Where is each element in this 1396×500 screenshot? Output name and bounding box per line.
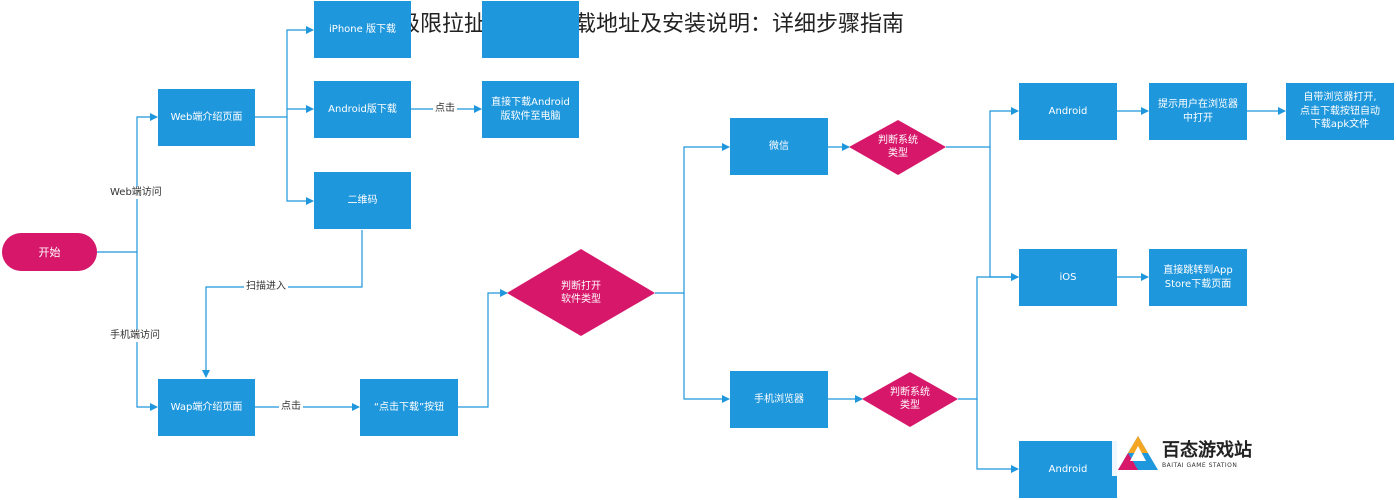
wechat-node: 微信 [730,118,828,175]
iphone-download-node: iPhone 版下载 [314,1,411,58]
start-node: 开始 [2,233,97,271]
click-download-button-node: “点击下载”按钮 [360,379,458,436]
baitai-logo-icon [1118,436,1158,470]
iphone-target-node [482,1,579,58]
edge-label-click-2: 点击 [279,401,303,413]
page-title: 极限拉扯电脑版下载地址及安装说明：详细步骤指南 [398,12,905,37]
web-intro-node: Web端介绍页面 [158,89,255,146]
edge-judge2-android [976,399,1019,473]
auto-open-node: 自带浏览器打开, 点击下载按钮自动 下载apk文件 [1286,83,1394,140]
ios-node: iOS [1019,249,1117,306]
watermark: 百态游戏站 BAITAI GAME STATION [1112,432,1282,476]
decision-judge-open-shape [507,249,655,336]
edge-start-wap [136,252,158,411]
decision-judge-sys-2-shape [862,372,958,427]
wap-intro-node: Wap端介绍页面 [158,379,255,436]
qrcode-node: 二维码 [314,172,411,229]
android-download-node: Android版下载 [314,81,411,138]
prompt-browser-node: 提示用户在浏览器 中打开 [1149,83,1247,140]
edge-click-judge [458,289,508,408]
edge-web-qrcode [286,117,314,205]
judge-sys-1-label: 判断系统 类型 [878,134,918,160]
edge-label-scan-enter: 扫描进入 [244,281,288,293]
edge-judge1-android [946,107,1019,148]
decision-judge-sys-1-shape [849,120,946,175]
android-node-1: Android [1019,83,1117,140]
edge-qrcode-wap [202,230,363,378]
judge-sys-2-label: 判断系统 类型 [890,386,930,412]
edge-label-mobile-access: 手机端访问 [108,330,162,342]
appstore-node: 直接跳转到App Store下载页面 [1149,249,1247,306]
watermark-name: 百态游戏站 [1162,439,1252,461]
edge-judge1-ios [989,147,1019,281]
edge-web-iphone [255,26,314,118]
edge-judge-browser [683,293,730,403]
mobile-browser-node: 手机浏览器 [730,371,828,428]
edge-judge2-ios [958,273,1019,400]
edge-judge-wechat [655,143,730,294]
edge-label-click-1: 点击 [433,103,457,115]
watermark-subtitle: BAITAI GAME STATION [1162,461,1238,469]
android-node-2: Android [1019,441,1117,498]
direct-download-node: 直接下载Android 版软件至电脑 [482,81,579,138]
judge-open-label: 判断打开 软件类型 [561,280,601,306]
edge-start-web [97,113,158,253]
edge-label-web-access: Web端访问 [108,187,164,199]
